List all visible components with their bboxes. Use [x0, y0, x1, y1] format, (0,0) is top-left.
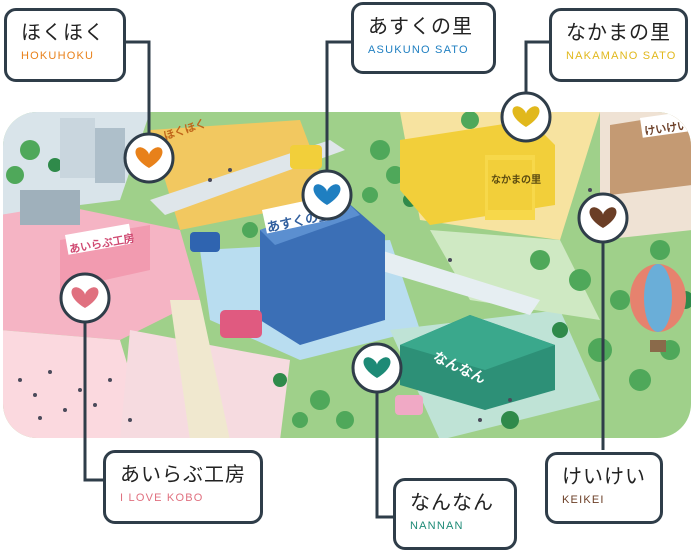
callout-keikei[interactable]: けいけい KEIKEI — [545, 452, 663, 524]
heart-icon — [512, 106, 540, 127]
marker-nakamano-sato[interactable] — [500, 91, 552, 143]
hot-air-balloon — [630, 264, 686, 352]
callout-subtitle: NAKAMANO SATO — [566, 50, 677, 62]
callout-nannan[interactable]: なんなん NANNAN — [393, 478, 517, 550]
heart-icon — [71, 287, 99, 308]
callout-title: けいけい — [562, 464, 646, 488]
map-sign-nakamano: なかまの里 — [488, 160, 541, 210]
callout-subtitle: KEIKEI — [562, 494, 605, 506]
callout-title: あすくの里 — [368, 14, 473, 38]
heart-icon — [363, 357, 391, 378]
callout-nakamano-sato[interactable]: なかまの里 NAKAMANO SATO — [549, 8, 688, 82]
callout-subtitle: I LOVE KOBO — [120, 492, 204, 504]
building-hokuhoku-towers — [20, 118, 125, 225]
callout-i-love-kobo[interactable]: あいらぶ工房 I LOVE KOBO — [103, 450, 263, 524]
callout-title: なんなん — [410, 490, 494, 514]
svg-text:なかまの里: なかまの里 — [491, 174, 541, 186]
marker-asukuno-sato[interactable] — [301, 169, 353, 221]
heart-icon — [589, 207, 617, 228]
area-markers — [59, 91, 629, 394]
callout-asukuno-sato[interactable]: あすくの里 ASUKUNO SATO — [351, 2, 496, 74]
callout-title: ほくほく — [21, 20, 105, 44]
callout-title: あいらぶ工房 — [120, 462, 246, 486]
map-sign-keikei: けいけい — [644, 119, 689, 138]
leader-lines — [83, 40, 605, 519]
callout-hokuhoku[interactable]: ほくほく HOKUHOKU — [4, 8, 126, 82]
callout-subtitle: ASUKUNO SATO — [368, 44, 469, 56]
building-nannan — [400, 315, 555, 410]
vehicles — [190, 145, 423, 415]
map-illustration: あすくの里 あいらぶ工房 なんなん けいけい ほくほく なかまの里 — [3, 112, 691, 438]
marker-i-love-kobo[interactable] — [59, 272, 111, 324]
callout-subtitle: HOKUHOKU — [21, 50, 95, 62]
callout-title: なかまの里 — [566, 20, 671, 44]
marker-nannan[interactable] — [351, 342, 403, 394]
building-keikei — [610, 112, 691, 195]
heart-icon — [313, 184, 341, 205]
callout-subtitle: NANNAN — [410, 520, 464, 532]
marker-keikei[interactable] — [577, 192, 629, 244]
heart-icon — [135, 147, 163, 168]
marker-hokuhoku[interactable] — [123, 132, 175, 184]
